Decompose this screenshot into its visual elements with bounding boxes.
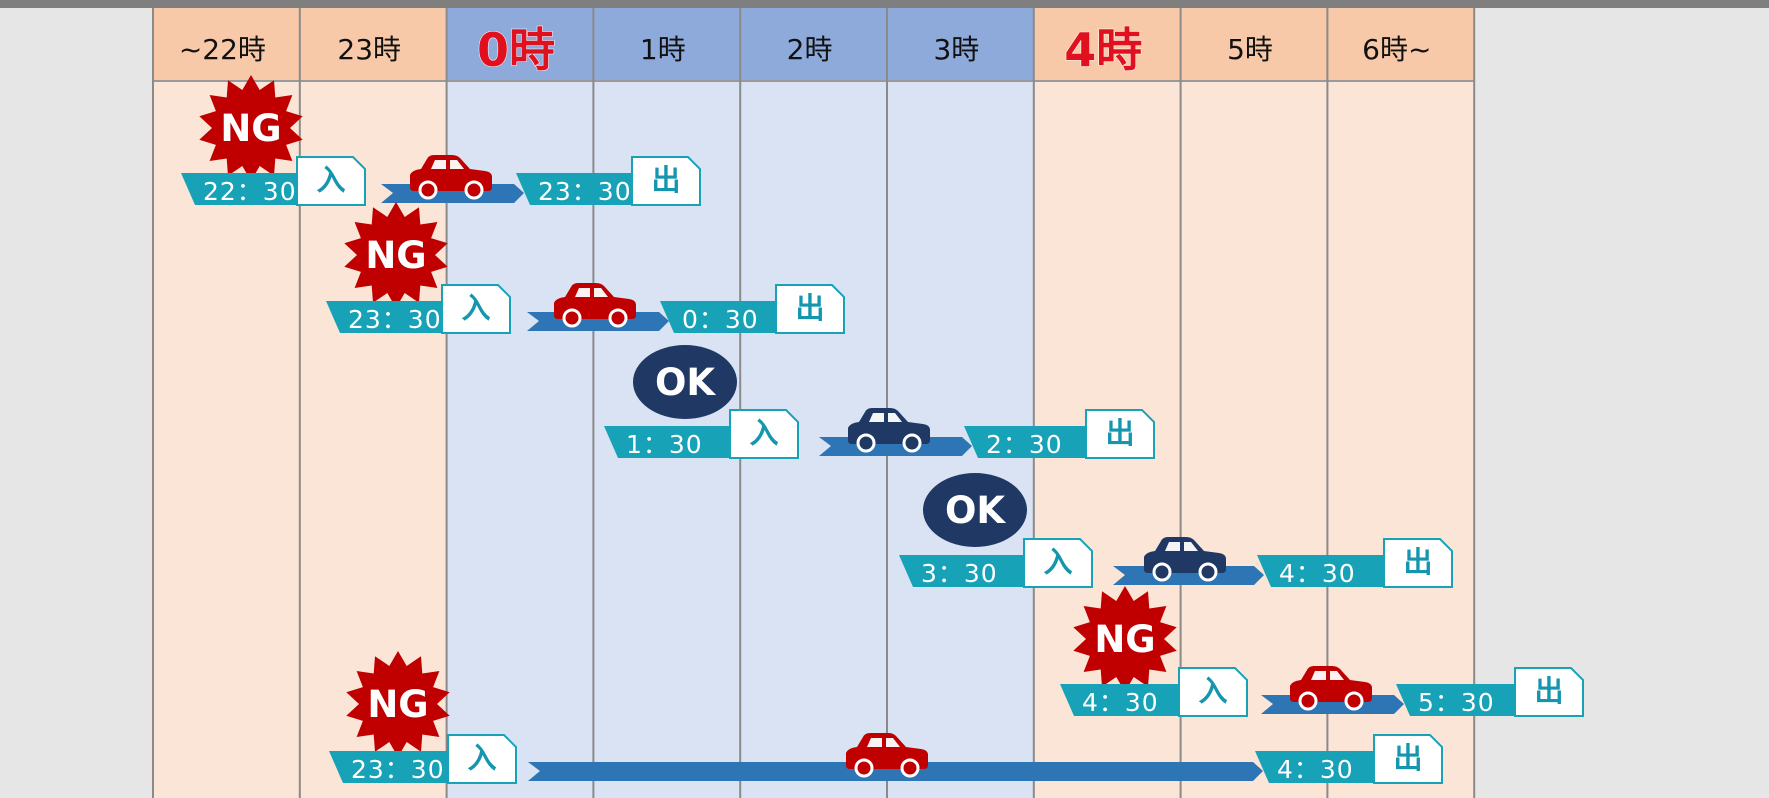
header-cell-8 xyxy=(1327,8,1475,81)
ng-burst-4 xyxy=(1073,586,1177,692)
column-background-5 xyxy=(887,8,1034,798)
exit-0-time-text: 23：30 xyxy=(538,177,632,206)
exit-0-tag-text: 出 xyxy=(651,163,680,197)
header-label-0: ~22時 xyxy=(179,33,266,66)
entry-4-time-bg xyxy=(1060,684,1191,716)
header-cell-6 xyxy=(1033,8,1182,81)
navy-car-icon xyxy=(1144,537,1226,582)
entry-1-tag-bg xyxy=(441,284,511,334)
ng-burst-5 xyxy=(346,651,450,757)
column-background-1 xyxy=(299,8,447,798)
entry-2-time-bg xyxy=(604,426,742,458)
entry-1-tag-text: 入 xyxy=(461,291,490,325)
exit-4-time-bg xyxy=(1396,684,1527,716)
header-cell-7 xyxy=(1180,8,1328,81)
status-badge-4: NG xyxy=(1094,618,1155,661)
column-background-2 xyxy=(446,8,594,798)
header-label-8: 6時~ xyxy=(1362,33,1431,66)
header-cell-2 xyxy=(446,8,594,81)
entry-2-tag-text: 入 xyxy=(749,416,778,450)
exit-0-tag-bg xyxy=(631,156,701,206)
exit-1-time-bg xyxy=(660,301,788,333)
exit-2-tag-text: 出 xyxy=(1105,416,1134,450)
exit-4-time-text: 5：30 xyxy=(1418,688,1495,717)
header-label-6: 4時 xyxy=(1064,23,1142,77)
ok-badge-3 xyxy=(923,473,1027,547)
entry-1-time-text: 23：30 xyxy=(348,305,442,334)
entry-3-time-bg xyxy=(899,555,1036,587)
entry-3-tag-bg xyxy=(1023,538,1093,588)
exit-1-tag-bg xyxy=(775,284,845,334)
exit-4-tag-bg xyxy=(1514,667,1584,717)
exit-5-time-text: 4：30 xyxy=(1277,755,1354,784)
header-cell-1 xyxy=(299,8,448,81)
red-car-icon xyxy=(410,155,492,200)
entry-5-time-bg xyxy=(329,751,460,783)
header-label-7: 5時 xyxy=(1227,33,1273,66)
ok-badge-2 xyxy=(633,345,737,419)
exit-5-tag-bg xyxy=(1373,734,1443,784)
entry-5-time-text: 23：30 xyxy=(351,755,445,784)
exit-1-time-text: 0：30 xyxy=(682,305,759,334)
exit-3-time-bg xyxy=(1257,555,1396,587)
exit-5-time-bg xyxy=(1255,751,1386,783)
column-background-8 xyxy=(1327,8,1475,798)
exit-1-tag-text: 出 xyxy=(795,291,824,325)
ng-burst-0 xyxy=(199,75,303,181)
navy-car-icon xyxy=(848,408,930,453)
header-label-1: 23時 xyxy=(337,33,401,66)
header-cell-3 xyxy=(593,8,741,81)
header-label-5: 3時 xyxy=(933,33,979,66)
status-badge-0: NG xyxy=(220,107,281,150)
exit-3-tag-bg xyxy=(1383,538,1453,588)
entry-0-tag-bg xyxy=(296,156,366,206)
entry-4-tag-text: 入 xyxy=(1198,674,1227,708)
status-badge-2: OK xyxy=(655,361,716,404)
column-background-7 xyxy=(1180,8,1328,798)
entry-2-tag-bg xyxy=(729,409,799,459)
header-label-4: 2時 xyxy=(787,33,833,66)
parking-duration-bar-5 xyxy=(528,762,1263,781)
entry-4-tag-bg xyxy=(1178,667,1248,717)
header-label-2: 0時 xyxy=(477,23,555,77)
status-badge-1: NG xyxy=(365,234,426,277)
entry-4-time-text: 4：30 xyxy=(1082,688,1159,717)
status-badge-3: OK xyxy=(945,489,1006,532)
red-car-icon xyxy=(846,733,928,778)
exit-2-time-bg xyxy=(964,426,1098,458)
entry-0-time-bg xyxy=(181,173,309,205)
entry-3-time-text: 3：30 xyxy=(921,559,998,588)
exit-0-time-bg xyxy=(516,173,644,205)
red-car-icon xyxy=(554,283,636,328)
header-label-3: 1時 xyxy=(640,33,686,66)
top-border xyxy=(0,0,1769,8)
header-cell-4 xyxy=(740,8,888,81)
exit-5-tag-text: 出 xyxy=(1393,741,1422,775)
exit-2-time-text: 2：30 xyxy=(986,430,1063,459)
entry-0-time-text: 22：30 xyxy=(203,177,297,206)
entry-5-tag-bg xyxy=(447,734,517,784)
entry-0-tag-text: 入 xyxy=(316,163,345,197)
exit-4-tag-text: 出 xyxy=(1534,674,1563,708)
entry-1-time-bg xyxy=(326,301,454,333)
column-background-4 xyxy=(740,8,887,798)
exit-3-tag-text: 出 xyxy=(1403,545,1432,579)
entry-2-time-text: 1：30 xyxy=(626,430,703,459)
red-car-icon xyxy=(1290,666,1372,711)
exit-2-tag-bg xyxy=(1085,409,1155,459)
entry-3-tag-text: 入 xyxy=(1043,545,1072,579)
header-cell-0 xyxy=(153,8,301,81)
entry-5-tag-text: 入 xyxy=(467,741,496,775)
exit-3-time-text: 4：30 xyxy=(1279,559,1356,588)
header-cell-5 xyxy=(887,8,1035,81)
ng-burst-1 xyxy=(344,202,448,308)
status-badge-5: NG xyxy=(367,683,428,726)
